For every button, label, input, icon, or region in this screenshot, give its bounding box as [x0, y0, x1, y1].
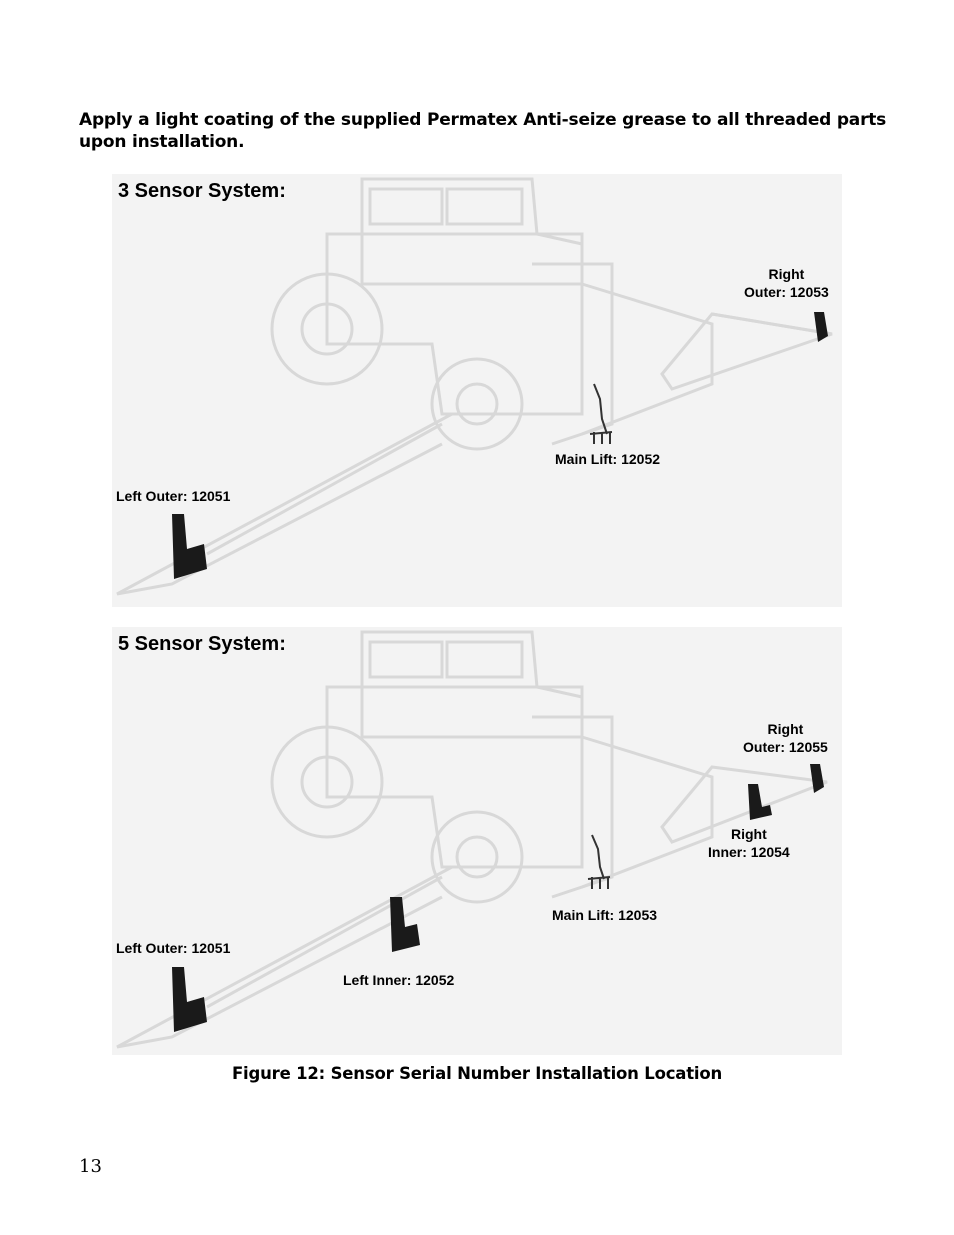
page-number: 13 [79, 1156, 102, 1177]
figure-caption: Figure 12: Sensor Serial Number Installa… [231, 1064, 723, 1083]
main-lift-sensor [589, 383, 613, 444]
right-outer-label-line2: Outer: 12053 [744, 284, 829, 300]
main-lift-label: Main Lift: 12052 [555, 451, 661, 467]
main-lift-label: Main Lift: 12053 [552, 907, 658, 923]
right-inner-label-line1: Right [730, 826, 767, 842]
right-outer-label: Right Outer: 12055 [743, 720, 828, 756]
right-outer-sensor [810, 764, 824, 793]
left-inner-label: Left Inner: 12052 [343, 972, 455, 988]
figure-title: 5 Sensor System: [118, 633, 286, 655]
right-outer-label-line2: Outer: 12055 [743, 739, 828, 755]
right-inner-label: Right Inner: 12054 [708, 825, 790, 861]
five-sensor-diagram: 5 Sensor System: Right Outer: 12055 Righ… [112, 627, 842, 1055]
right-outer-label: Right Outer: 12053 [744, 265, 829, 301]
figure-title: 3 Sensor System: [118, 180, 286, 202]
right-inner-sensor [748, 784, 772, 820]
left-outer-label: Left Outer: 12051 [116, 940, 231, 956]
three-sensor-diagram: 3 Sensor System: Right Outer: 12053 Main… [112, 174, 842, 607]
left-inner-sensor [390, 897, 420, 952]
right-outer-sensor [814, 312, 828, 342]
main-lift-sensor [587, 834, 611, 889]
sprayer-illustration [116, 630, 828, 1049]
right-inner-label-line2: Inner: 12054 [708, 844, 790, 860]
left-outer-sensor [172, 967, 207, 1032]
instruction-text: Apply a light coating of the supplied Pe… [79, 110, 887, 152]
sprayer-illustration [116, 177, 833, 596]
left-outer-label: Left Outer: 12051 [116, 488, 231, 504]
right-outer-label-line1: Right [767, 721, 804, 737]
left-outer-sensor [172, 514, 207, 579]
right-outer-label-line1: Right [768, 266, 805, 282]
